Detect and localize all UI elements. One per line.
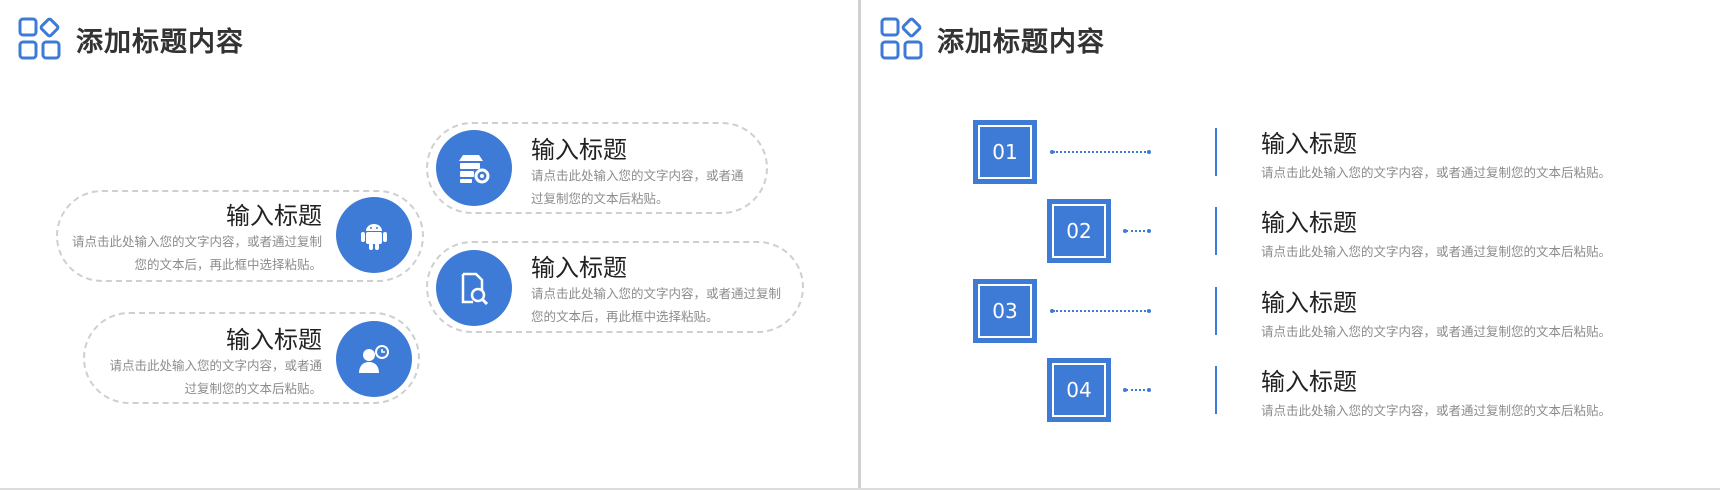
card-pill-3 [426, 241, 804, 333]
android-icon [361, 224, 387, 250]
item-desc-2: 请点击此处输入您的文字内容，或者通过复制您的文本后粘贴。 [1261, 244, 1612, 259]
right-slide: 添加标题内容 01 输入标题 请点击此处输入您的文字内容，或者通过复制您的文本后… [861, 0, 1720, 490]
card-desc-3b: 您的文本后，再此框中选择粘贴。 [531, 309, 719, 324]
line-dot-4a [1123, 388, 1127, 392]
page-title: 添加标题内容 [76, 27, 244, 58]
line-dot-3a [1050, 309, 1054, 313]
number-box-4: 04 [1047, 358, 1111, 422]
grid-logo-icon [18, 17, 61, 60]
number-label-3: 03 [978, 284, 1032, 338]
card-circle-4 [336, 321, 412, 397]
divider-bar-2 [1215, 207, 1217, 255]
card-pill-2 [56, 190, 424, 282]
item-desc-4: 请点击此处输入您的文字内容，或者通过复制您的文本后粘贴。 [1261, 403, 1612, 418]
item-desc-1: 请点击此处输入您的文字内容，或者通过复制您的文本后粘贴。 [1261, 165, 1612, 180]
left-slide: 添加标题内容 输入标题 请点击此处输入您的文字内容，或者通 过复制您的文本后粘贴… [0, 0, 858, 490]
card-circle-1 [436, 130, 512, 206]
slide-divider [858, 0, 861, 490]
dotted-connector-3 [1053, 310, 1149, 312]
number-box-3: 03 [973, 279, 1037, 343]
line-dot-1a [1050, 150, 1054, 154]
card-desc-1a: 请点击此处输入您的文字内容，或者通 [531, 168, 744, 183]
number-label-4: 04 [1052, 363, 1106, 417]
number-box-2: 02 [1047, 199, 1111, 263]
card-circle-3 [436, 250, 512, 326]
card-desc-2a: 请点击此处输入您的文字内容，或者通过复制 [71, 234, 322, 249]
item-desc-3: 请点击此处输入您的文字内容，或者通过复制您的文本后粘贴。 [1261, 324, 1612, 339]
card-desc-3a: 请点击此处输入您的文字内容，或者通过复制 [531, 286, 782, 301]
dotted-connector-1 [1053, 151, 1149, 153]
line-dot-2a [1123, 229, 1127, 233]
bottom-border [0, 488, 1720, 490]
user-clock-icon [359, 345, 389, 373]
dotted-connector-4 [1126, 389, 1149, 391]
card-desc-1b: 过复制您的文本后粘贴。 [531, 191, 669, 206]
number-label-2: 02 [1052, 204, 1106, 258]
number-label-1: 01 [978, 125, 1032, 179]
item-title-3: 输入标题 [1261, 289, 1357, 317]
card-title-3: 输入标题 [531, 254, 627, 282]
card-desc-4a: 请点击此处输入您的文字内容，或者通 [109, 358, 322, 373]
card-pill-1 [426, 122, 768, 214]
card-pill-4 [83, 312, 420, 404]
line-dot-4b [1147, 388, 1151, 392]
card-desc-2b: 您的文本后，再此框中选择粘贴。 [134, 257, 322, 272]
dotted-connector-2 [1126, 230, 1149, 232]
line-dot-2b [1147, 229, 1151, 233]
card-circle-2 [336, 197, 412, 273]
line-dot-1b [1147, 150, 1151, 154]
card-title-4: 输入标题 [226, 326, 322, 354]
divider-bar-4 [1215, 366, 1217, 414]
line-dot-3b [1147, 309, 1151, 313]
number-box-1: 01 [973, 120, 1037, 184]
divider-bar-1 [1215, 128, 1217, 176]
item-title-4: 输入标题 [1261, 368, 1357, 396]
divider-bar-3 [1215, 287, 1217, 335]
grid-logo-icon [880, 17, 923, 60]
card-title-2: 输入标题 [226, 202, 322, 230]
document-search-icon [461, 272, 489, 305]
card-title-1: 输入标题 [531, 136, 627, 164]
item-title-1: 输入标题 [1261, 130, 1357, 158]
server-gear-icon [459, 155, 490, 184]
item-title-2: 输入标题 [1261, 209, 1357, 237]
page-title: 添加标题内容 [937, 27, 1105, 58]
card-desc-4b: 过复制您的文本后粘贴。 [184, 381, 322, 396]
